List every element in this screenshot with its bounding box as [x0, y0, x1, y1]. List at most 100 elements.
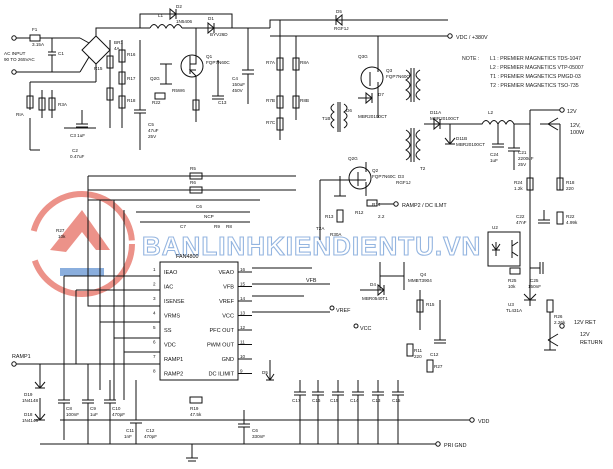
- svg-text:10k: 10k: [508, 284, 516, 289]
- optocoupler-u2: [487, 231, 521, 267]
- svg-text:R7A: R7A: [266, 60, 276, 65]
- ac-input-section: AC INPUT 90 TO 265VAC F1 3.15A C1 BR1 4A…: [4, 27, 140, 151]
- svg-text:R16: R16: [127, 52, 136, 57]
- svg-text:NCP: NCP: [204, 214, 214, 219]
- ic-pin-number: 4: [153, 311, 156, 316]
- svg-text:R13: R13: [325, 214, 334, 219]
- svg-text:MBR0540T1: MBR0540T1: [362, 296, 388, 301]
- svg-text:R6: R6: [190, 180, 196, 185]
- ic-pin-label: ISENSE: [164, 299, 185, 305]
- svg-text:R9: R9: [214, 224, 220, 229]
- svg-text:C11: C11: [126, 428, 135, 433]
- pri-gnd-label: PRI GND: [444, 443, 467, 449]
- svg-text:C13: C13: [372, 398, 381, 403]
- svg-text:C5: C5: [148, 122, 154, 127]
- svg-text:R3A: R3A: [58, 102, 68, 107]
- note-block: NOTE : L1 : PREMIER MAGNETICS TDS-1047 L…: [462, 56, 584, 89]
- svg-text:R8A: R8A: [300, 60, 310, 65]
- svg-text:R5: R5: [190, 166, 196, 171]
- ic-pin-label: RAMP1: [164, 357, 183, 363]
- svg-text:R22: R22: [566, 214, 575, 219]
- svg-text:1uF: 1uF: [90, 412, 98, 417]
- svg-text:2200uF: 2200uF: [518, 156, 534, 161]
- ic-name: FAN4800: [176, 254, 198, 260]
- svg-text:D7: D7: [378, 92, 384, 97]
- pwm-converter-stage: R7A R7B R7C R8A R8B Q3G Q3 FQP7N60C T1B …: [266, 20, 447, 240]
- vdd-label: VDD: [478, 419, 489, 425]
- svg-text:47uF: 47uF: [148, 128, 159, 133]
- ic-pin-number: 1: [153, 267, 156, 272]
- svg-text:R19: R19: [190, 406, 199, 411]
- svg-text:450V: 450V: [232, 88, 244, 93]
- svg-text:Q3: Q3: [386, 68, 393, 73]
- ramp1-label: RAMP1: [12, 354, 31, 360]
- svg-text:C3 1uF: C3 1uF: [70, 133, 85, 138]
- ic-pin-number: 11: [240, 340, 245, 345]
- note-title: NOTE :: [462, 56, 479, 62]
- svg-text:C6: C6: [252, 428, 258, 433]
- secondary-output-stage: D11A MBR20100CT D11B MBR20100CT L2 C24 1…: [424, 107, 603, 351]
- svg-text:C25: C25: [530, 278, 539, 283]
- svg-text:1N4148: 1N4148: [22, 418, 39, 423]
- ic-pins: IEAO1IAC2ISENSE3VRMS4SS5VDC6RAMP17RAMP28…: [153, 267, 252, 378]
- svg-text:470pF: 470pF: [144, 434, 157, 439]
- svg-text:F1: F1: [32, 27, 38, 32]
- svg-text:10k: 10k: [58, 234, 66, 239]
- svg-text:BR1: BR1: [114, 40, 123, 45]
- svg-text:R26: R26: [554, 314, 563, 319]
- svg-text:T2A: T2A: [316, 226, 325, 231]
- svg-text:1uF: 1uF: [490, 158, 498, 163]
- ic-pin-label: SS: [164, 328, 172, 334]
- svg-text:C7: C7: [180, 224, 186, 229]
- ic-pin-number: 2: [153, 282, 156, 287]
- ic-pin-label: IEAO: [164, 270, 178, 276]
- svg-text:R7C: R7C: [266, 120, 276, 125]
- svg-text:47.5k: 47.5k: [190, 412, 202, 417]
- svg-text:L2: L2: [488, 110, 494, 115]
- svg-text:150uF: 150uF: [232, 82, 245, 87]
- watermark-logo: [29, 191, 135, 297]
- svg-text:R7B: R7B: [266, 98, 275, 103]
- svg-text:C12: C12: [146, 428, 155, 433]
- svg-text:D19: D19: [24, 392, 33, 397]
- svg-text:1.2k: 1.2k: [514, 186, 523, 191]
- ic-pin-number: 9: [240, 369, 243, 374]
- svg-text:MBR20100CT: MBR20100CT: [456, 142, 485, 147]
- svg-text:D18: D18: [24, 412, 33, 417]
- svg-text:25V: 25V: [518, 162, 527, 167]
- svg-text:Q2G: Q2G: [348, 156, 358, 161]
- ic-pin-label: DC ILIMIT: [209, 372, 235, 378]
- svg-text:MBR20100CT: MBR20100CT: [430, 116, 459, 121]
- return-label: RETURN: [580, 340, 603, 346]
- pfc-boost-stage: L1 D2 1N5406 D1 BYV26D Q1 FQP7N60C C4 15…: [64, 4, 488, 159]
- ic-pin-number: 12: [240, 325, 246, 330]
- svg-text:RGF1J: RGF1J: [334, 26, 349, 31]
- svg-text:D1: D1: [208, 16, 214, 21]
- ic-pin-label: VCC: [222, 314, 234, 320]
- svg-text:RGF1J: RGF1J: [396, 180, 411, 185]
- svg-text:0.47uF: 0.47uF: [70, 154, 84, 159]
- ic-pin-number: 3: [153, 296, 156, 301]
- ic-pin-label: VREF: [219, 299, 235, 305]
- svg-text:R15: R15: [94, 66, 103, 71]
- svg-text:C1: C1: [58, 51, 64, 56]
- watermark: BANLINHKIENDIENTU.VN: [29, 191, 481, 297]
- fuse-f1: [29, 34, 41, 42]
- note-line-2: L2 : PREMIER MAGNETICS VTP-05007: [490, 65, 584, 71]
- svg-text:C6: C6: [196, 204, 202, 209]
- vcc-label: VCC: [360, 326, 371, 332]
- svg-text:BYV26D: BYV26D: [210, 32, 228, 37]
- svg-text:2.2: 2.2: [378, 214, 385, 219]
- svg-text:D6: D6: [346, 108, 352, 113]
- svg-text:4A: 4A: [114, 46, 121, 51]
- bridge-rectifier-br1: BR1 4A: [79, 27, 140, 82]
- svg-text:R30A: R30A: [330, 232, 342, 237]
- svg-text:C9: C9: [90, 406, 96, 411]
- svg-text:R27: R27: [56, 228, 65, 233]
- out-12v-load-label: 12V,: [570, 123, 581, 129]
- svg-text:C21: C21: [518, 150, 527, 155]
- ac-range-label: 90 TO 265VAC: [4, 57, 35, 62]
- svg-text:2.26k: 2.26k: [554, 320, 566, 325]
- svg-text:220: 220: [566, 186, 574, 191]
